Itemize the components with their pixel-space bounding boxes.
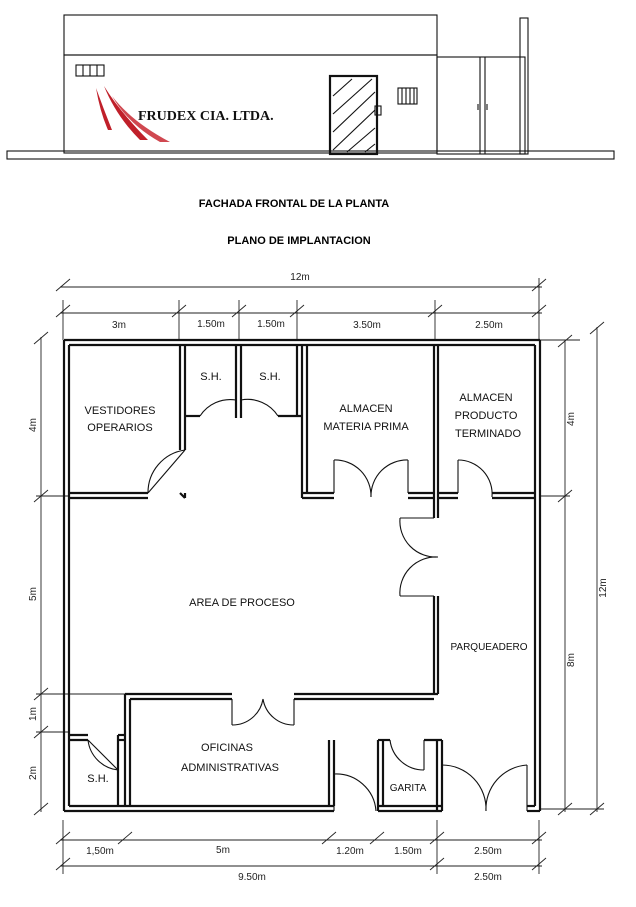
- dim-right-inner-2: 8m: [566, 653, 577, 667]
- dim-right-total: 12m: [598, 578, 609, 597]
- room-labels: VESTIDORES OPERARIOS S.H. S.H. ALMACEN M…: [85, 371, 528, 794]
- room-sh-top-left: S.H.: [200, 371, 221, 383]
- floor-plan: [62, 338, 542, 813]
- room-oficinas-line1: OFICINAS: [201, 742, 253, 754]
- dim-top-seg-1: 3m: [112, 320, 126, 331]
- door-hatch: [332, 78, 376, 153]
- right-dimensions: 4m 8m 12m: [540, 321, 609, 816]
- dim-left-seg-1: 4m: [28, 418, 39, 432]
- facade-title: FACHADA FRONTAL DE LA PLANTA: [199, 198, 390, 210]
- room-almacen-mp-line2: MATERIA PRIMA: [323, 421, 409, 433]
- facade-roof-band: [63, 14, 438, 56]
- room-garita: GARITA: [390, 783, 427, 794]
- facade-annex-gate: [436, 56, 526, 155]
- room-almacen-pt-line2: PRODUCTO: [455, 410, 518, 422]
- room-almacen-pt-line1: ALMACEN: [459, 392, 512, 404]
- room-vestidores-line1: VESTIDORES: [85, 405, 156, 417]
- room-almacen-pt-line3: TERMINADO: [455, 428, 521, 440]
- left-dimensions: 4m 5m 1m 2m: [28, 331, 125, 816]
- dim-left-seg-3: 1m: [28, 707, 39, 721]
- dim-left-seg-4: 2m: [28, 766, 39, 780]
- dim-top-seg-5: 2.50m: [475, 320, 503, 331]
- dim-top-seg-3: 1.50m: [257, 319, 285, 330]
- room-area-proceso: AREA DE PROCESO: [189, 597, 295, 609]
- dim-bottom-seg-1: 1,50m: [86, 846, 114, 857]
- room-vestidores-line2: OPERARIOS: [87, 422, 152, 434]
- dim-top-seg-2: 1.50m: [197, 319, 225, 330]
- dim-right-inner-1: 4m: [566, 412, 577, 426]
- facade-ground: [6, 150, 615, 160]
- bottom-dimensions: 1,50m 5m 1.20m 1.50m 2.50m 9.50m 2.50m: [55, 820, 547, 883]
- room-sh-top-right: S.H.: [259, 371, 280, 383]
- dim-bottom-total-2: 2.50m: [474, 872, 502, 883]
- dim-bottom-seg-3: 1.20m: [336, 846, 364, 857]
- dim-bottom-total-1: 9.50m: [238, 872, 266, 883]
- dim-top-total: 12m: [290, 272, 309, 283]
- dim-bottom-seg-4: 1.50m: [394, 846, 422, 857]
- room-almacen-mp-line1: ALMACEN: [339, 403, 392, 415]
- facade-post: [519, 17, 529, 155]
- facade-elevation: FRUDEX CIA. LTDA.: [6, 14, 615, 160]
- dim-bottom-seg-2: 5m: [216, 845, 230, 856]
- room-sh-bottom: S.H.: [87, 773, 108, 785]
- dim-bottom-seg-5: 2.50m: [474, 846, 502, 857]
- room-parqueadero: PARQUEADERO: [450, 642, 527, 653]
- plan-title: PLANO DE IMPLANTACION: [227, 235, 370, 247]
- dim-top-seg-4: 3.50m: [353, 320, 381, 331]
- facade-switch: [374, 105, 382, 116]
- facade-main-wall: [63, 54, 438, 154]
- brand-name: FRUDEX CIA. LTDA.: [138, 109, 274, 124]
- dim-left-seg-2: 5m: [28, 587, 39, 601]
- room-oficinas-line2: ADMINISTRATIVAS: [181, 762, 279, 774]
- top-dimensions: 12m 3m 1.50m 1.50m 3.50m 2.50m: [55, 272, 547, 340]
- facade-window: [397, 87, 418, 105]
